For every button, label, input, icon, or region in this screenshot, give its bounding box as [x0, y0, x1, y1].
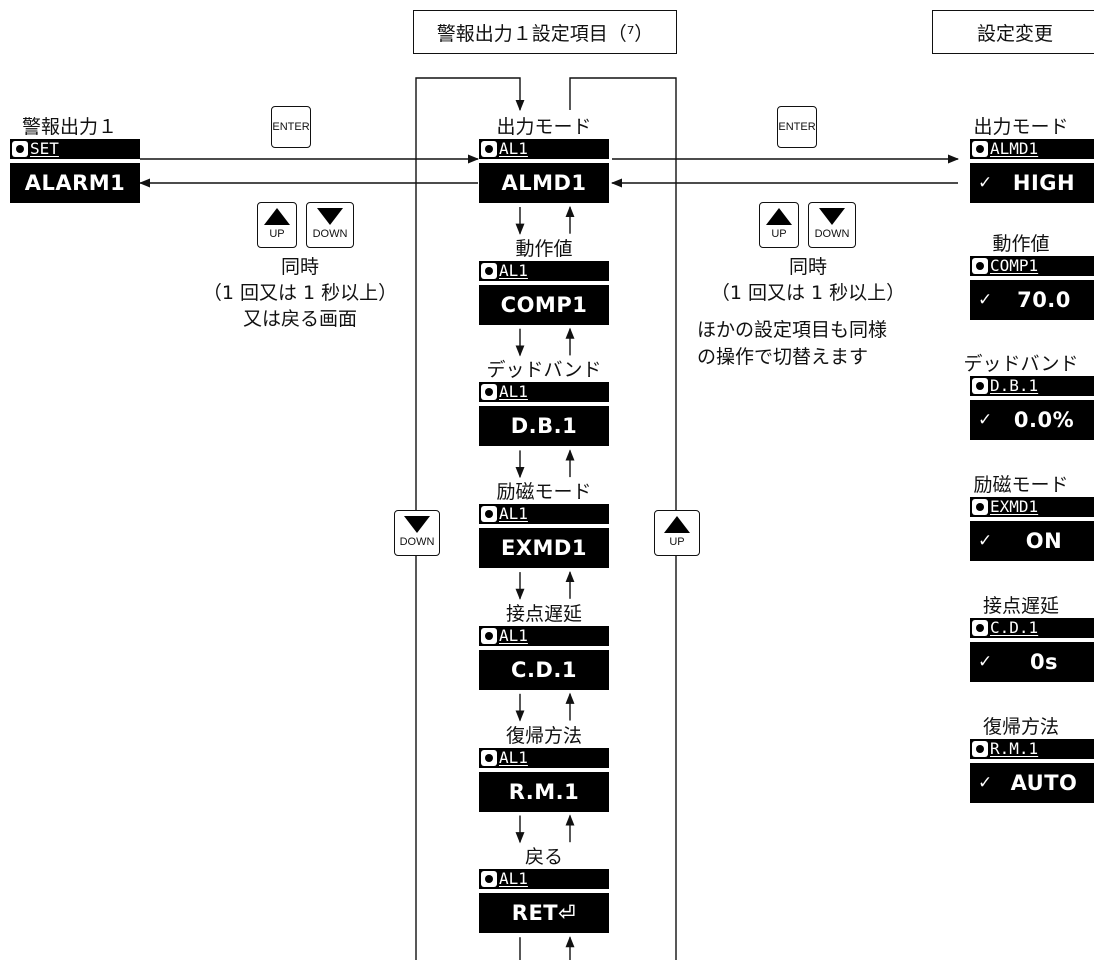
left-note-2: （1 回又は 1 秒以上） — [202, 282, 398, 304]
middle-item-label: 復帰方法 — [505, 724, 582, 747]
middle-item-label: 戻る — [524, 846, 563, 869]
right-display[interactable]: C.D.1✓0s — [970, 618, 1094, 682]
middle-item-label: 励磁モード — [496, 481, 592, 504]
down-key-right[interactable]: DOWN — [808, 202, 856, 248]
gear-icon — [12, 141, 28, 157]
up-key-loop[interactable]: UP — [654, 510, 700, 556]
right-item-label: 動作値 — [992, 233, 1050, 255]
check-icon: ✓ — [978, 290, 993, 310]
left-note-3: 又は戻る画面 — [242, 308, 357, 330]
settings-title: 警報出力１設定項目（⁷） — [436, 22, 654, 45]
middle-display-value: C.D.1 — [479, 649, 609, 690]
down-key-left[interactable]: DOWN — [306, 202, 354, 248]
settings-title-box: 警報出力１設定項目（⁷） — [413, 10, 677, 54]
left-display-value: ALARM1 — [10, 163, 140, 203]
right-item-label: 出力モード — [973, 116, 1069, 138]
left-display[interactable]: SET ALARM1 — [10, 139, 140, 203]
up-triangle-icon — [264, 208, 290, 225]
gear-icon — [972, 141, 988, 157]
left-note-1: 同時 — [280, 256, 319, 278]
right-item-label: 接点遅延 — [982, 595, 1059, 617]
gear-icon — [972, 378, 988, 394]
gear-icon — [972, 741, 988, 757]
mid-note-2: （1 回又は 1 秒以上） — [710, 282, 906, 304]
right-display[interactable]: ALMD1✓HIGH — [970, 139, 1094, 203]
middle-display-value: R.M.1 — [479, 771, 609, 812]
down-triangle-icon — [317, 208, 343, 225]
gear-icon — [481, 262, 497, 279]
right-display-value: AUTO — [1010, 771, 1078, 795]
check-icon: ✓ — [978, 773, 993, 793]
up-key-right[interactable]: UP — [759, 202, 799, 248]
check-icon: ✓ — [978, 652, 993, 672]
middle-display-value: D.B.1 — [479, 406, 609, 447]
change-title: 設定変更 — [976, 22, 1053, 45]
up-triangle-icon — [664, 516, 690, 533]
mid-note-1: 同時 — [788, 256, 827, 278]
left-label: 警報出力１ — [22, 116, 118, 138]
gear-icon — [481, 749, 497, 766]
change-title-box: 設定変更 — [932, 10, 1094, 54]
middle-item-label: 出力モード — [496, 116, 592, 138]
middle-display-value: EXMD1 — [479, 528, 609, 569]
right-display[interactable]: D.B.1✓0.0% — [970, 376, 1094, 440]
right-display-value: 0s — [1029, 650, 1059, 674]
right-display[interactable]: COMP1✓70.0 — [970, 256, 1094, 320]
right-display-value: 70.0 — [1017, 288, 1071, 312]
middle-display-value: ALMD1 — [479, 163, 609, 203]
down-triangle-icon — [819, 208, 845, 225]
mid-note-3: ほかの設定項目も同様 — [697, 319, 888, 341]
right-display-value: HIGH — [1012, 171, 1076, 195]
enter-key-right[interactable]: ENTER — [777, 106, 817, 148]
gear-icon — [481, 627, 497, 644]
gear-icon — [972, 620, 988, 636]
check-icon: ✓ — [978, 410, 993, 430]
middle-item-label: 動作値 — [515, 237, 573, 260]
up-triangle-icon — [766, 208, 792, 225]
right-item-label: 復帰方法 — [982, 716, 1059, 738]
gear-icon — [972, 499, 988, 515]
middle-item-label: デッドバンド — [486, 359, 602, 382]
gear-icon — [972, 258, 988, 274]
right-display-value: ON — [1025, 529, 1063, 553]
middle-item-label: 接点遅延 — [505, 602, 582, 625]
right-display[interactable]: R.M.1✓AUTO — [970, 739, 1094, 803]
mid-note-4: の操作で切替えます — [697, 346, 869, 368]
check-icon: ✓ — [978, 173, 993, 193]
right-display-value: 0.0% — [1013, 408, 1075, 432]
gear-icon — [481, 384, 497, 401]
right-item-label: 励磁モード — [973, 474, 1069, 496]
gear-icon — [481, 871, 497, 888]
enter-key-left[interactable]: ENTER — [271, 106, 311, 148]
right-display[interactable]: EXMD1✓ON — [970, 497, 1094, 561]
right-item-label: デッドバンド — [963, 353, 1079, 375]
middle-display-value: COMP1 — [479, 284, 609, 325]
check-icon: ✓ — [978, 531, 993, 551]
down-triangle-icon — [404, 516, 430, 533]
up-key-left[interactable]: UP — [257, 202, 297, 248]
gear-icon — [481, 506, 497, 523]
down-key-loop[interactable]: DOWN — [394, 510, 440, 556]
middle-display-value: RET⏎ — [479, 893, 609, 934]
gear-icon — [481, 141, 497, 157]
